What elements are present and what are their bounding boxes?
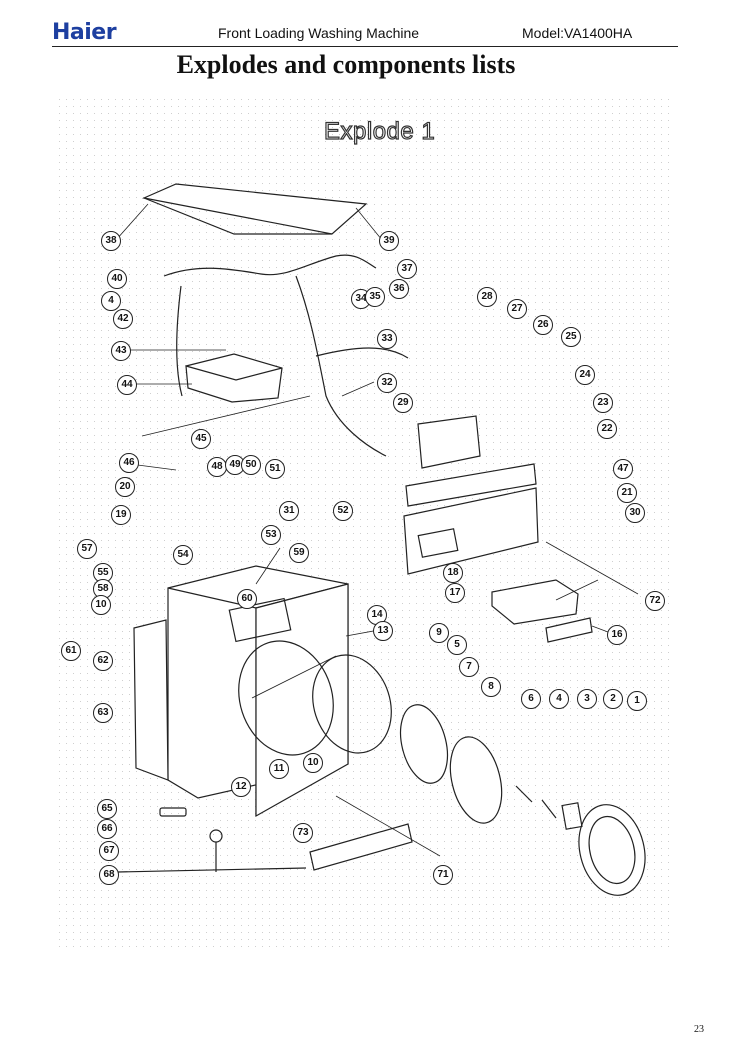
part-callout: 4 <box>101 291 121 311</box>
part-callout: 46 <box>119 453 139 473</box>
part-callout: 30 <box>625 503 645 523</box>
part-callout: 25 <box>561 327 581 347</box>
part-callout: 24 <box>575 365 595 385</box>
part-callout: 26 <box>533 315 553 335</box>
part-callout: 45 <box>191 429 211 449</box>
part-callout: 57 <box>77 539 97 559</box>
part-callout: 1 <box>627 691 647 711</box>
part-callout: 37 <box>397 259 417 279</box>
part-callout: 51 <box>265 459 285 479</box>
part-callout: 23 <box>593 393 613 413</box>
part-callout: 8 <box>481 677 501 697</box>
part-callout: 71 <box>433 865 453 885</box>
part-callout: 28 <box>477 287 497 307</box>
part-callout: 55 <box>93 563 113 583</box>
part-callout: 4 <box>549 689 569 709</box>
part-callout: 5 <box>447 635 467 655</box>
part-callout: 54 <box>173 545 193 565</box>
page-number: 23 <box>694 1024 704 1035</box>
part-callout: 63 <box>93 703 113 723</box>
part-callout: 60 <box>237 589 257 609</box>
part-callout: 72 <box>645 591 665 611</box>
page-heading: Explodes and components lists <box>176 50 516 79</box>
exploded-view-drawing <box>115 183 646 896</box>
part-callout: 33 <box>377 329 397 349</box>
part-callout: 43 <box>111 341 131 361</box>
part-callout: 38 <box>101 231 121 251</box>
explode-diagram: Explode 1 <box>56 96 672 952</box>
part-callout: 68 <box>99 865 119 885</box>
part-callout: 61 <box>61 641 81 661</box>
part-callout: 66 <box>97 819 117 839</box>
model-number: Model:VA1400HA <box>522 25 633 41</box>
part-callout: 22 <box>597 419 617 439</box>
part-callout: 40 <box>107 269 127 289</box>
part-callout: 16 <box>607 625 627 645</box>
part-callout: 36 <box>389 279 409 299</box>
part-callout: 21 <box>617 483 637 503</box>
part-callout: 67 <box>99 841 119 861</box>
part-callout: 44 <box>117 375 137 395</box>
part-callout: 7 <box>459 657 479 677</box>
part-callout: 73 <box>293 823 313 843</box>
diagram-title: Explode 1 <box>323 117 436 145</box>
part-callout: 13 <box>373 621 393 641</box>
part-callout: 19 <box>111 505 131 525</box>
part-callout: 50 <box>241 455 261 475</box>
part-callout: 10 <box>91 595 111 615</box>
part-callout: 20 <box>115 477 135 497</box>
part-callout: 65 <box>97 799 117 819</box>
part-callout: 9 <box>429 623 449 643</box>
part-callout: 3 <box>577 689 597 709</box>
part-callout: 12 <box>231 777 251 797</box>
part-callout: 27 <box>507 299 527 319</box>
part-callout: 52 <box>333 501 353 521</box>
part-callout: 32 <box>377 373 397 393</box>
document-title: Front Loading Washing Machine <box>218 25 420 41</box>
part-callout: 47 <box>613 459 633 479</box>
part-callout: 2 <box>603 689 623 709</box>
part-callout: 17 <box>445 583 465 603</box>
part-callout: 10 <box>303 753 323 773</box>
part-callout: 42 <box>113 309 133 329</box>
part-callout: 53 <box>261 525 281 545</box>
part-callout: 48 <box>207 457 227 477</box>
part-callout: 59 <box>289 543 309 563</box>
part-callout: 11 <box>269 759 289 779</box>
part-callout: 35 <box>365 287 385 307</box>
part-callout: 29 <box>393 393 413 413</box>
haier-logo: Haier <box>52 20 117 45</box>
part-callout: 31 <box>279 501 299 521</box>
part-callout: 39 <box>379 231 399 251</box>
part-callout: 6 <box>521 689 541 709</box>
part-callout: 62 <box>93 651 113 671</box>
page-header: Haier Front Loading Washing Machine Mode… <box>52 18 678 47</box>
part-callout: 18 <box>443 563 463 583</box>
